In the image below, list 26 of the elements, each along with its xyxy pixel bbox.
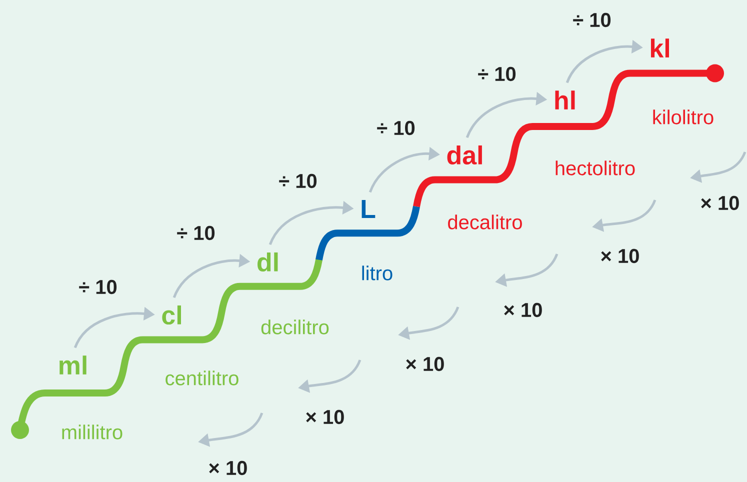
edge-label: ÷ 10: [79, 280, 117, 294]
edge-label: ÷ 10: [573, 12, 611, 28]
unit-name: decilitro: [261, 320, 329, 334]
unit-name: litro: [362, 266, 392, 280]
unit-symbol: dl: [258, 252, 278, 272]
unit-name: kilolitro: [653, 110, 714, 124]
edge-label: ÷ 10: [177, 226, 215, 240]
edge-label: ÷ 10: [478, 66, 516, 82]
factor-label: × 10: [601, 248, 639, 264]
unit-symbol: L: [362, 200, 376, 218]
factor-label: × 10: [406, 356, 444, 372]
unit-symbol: dal: [447, 145, 482, 165]
unit-symbol: cl: [162, 305, 181, 325]
unit-name: centilitro: [166, 370, 238, 386]
unit-symbol: hl: [555, 90, 575, 110]
unit-name: hectolitro: [556, 160, 635, 176]
factor-label: × 10: [209, 460, 247, 476]
edge-label: ÷ 10: [377, 120, 415, 136]
unit-symbol: ml: [60, 356, 86, 374]
factor-label: × 10: [306, 410, 344, 424]
factor-label: × 10: [504, 302, 542, 318]
unit-symbol: kl: [650, 38, 669, 58]
unit-name: mililitro: [62, 424, 122, 440]
edge-label: ÷ 10: [279, 174, 317, 188]
unit-name: decalitro: [448, 214, 522, 230]
factor-label: × 10: [701, 196, 739, 210]
